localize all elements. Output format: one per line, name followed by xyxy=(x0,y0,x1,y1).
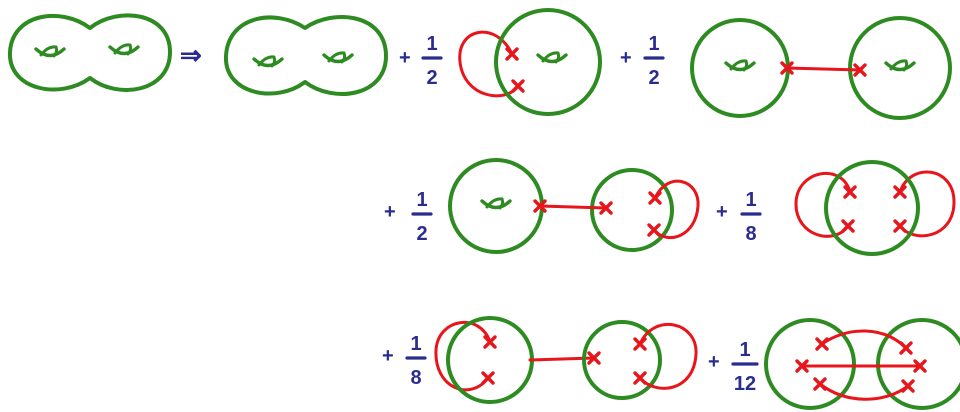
plus-sign: + xyxy=(382,345,394,367)
plus-sign: + xyxy=(384,201,396,223)
plus-sign: + xyxy=(399,47,411,69)
svg-text:1: 1 xyxy=(745,189,756,211)
two-tori-joined xyxy=(690,16,952,120)
svg-text:1: 1 xyxy=(410,333,421,355)
coefficient-4: 1 8 xyxy=(740,189,762,245)
svg-text:1: 1 xyxy=(426,33,437,55)
genus-two-surface xyxy=(223,15,388,96)
coefficient-3: 1 2 xyxy=(411,189,433,245)
torus-with-self-loop xyxy=(458,8,602,116)
coefficient-5: 1 8 xyxy=(405,333,427,389)
torus-joined-sphere-with-loop xyxy=(448,158,700,254)
two-spheres-triple-joined xyxy=(764,318,960,410)
genus-two-surface-initial xyxy=(7,13,172,92)
svg-text:12: 12 xyxy=(734,373,756,395)
svg-text:8: 8 xyxy=(410,367,421,389)
two-spheres-with-loops xyxy=(434,316,698,404)
svg-text:2: 2 xyxy=(416,223,427,245)
plus-sign: + xyxy=(708,351,720,373)
svg-text:1: 1 xyxy=(648,33,659,55)
svg-text:1: 1 xyxy=(416,189,427,211)
implies-symbol: ⇒ xyxy=(180,40,202,70)
svg-text:2: 2 xyxy=(648,67,659,89)
plus-sign: + xyxy=(620,47,632,69)
coefficient-6: 1 12 xyxy=(731,339,759,395)
svg-text:2: 2 xyxy=(426,67,437,89)
sphere-with-two-loops xyxy=(794,160,956,256)
plus-sign: + xyxy=(716,201,728,223)
svg-text:1: 1 xyxy=(739,339,750,361)
coefficient-1: 1 2 xyxy=(421,33,443,89)
coefficient-2: 1 2 xyxy=(643,33,665,89)
svg-text:8: 8 xyxy=(745,223,756,245)
